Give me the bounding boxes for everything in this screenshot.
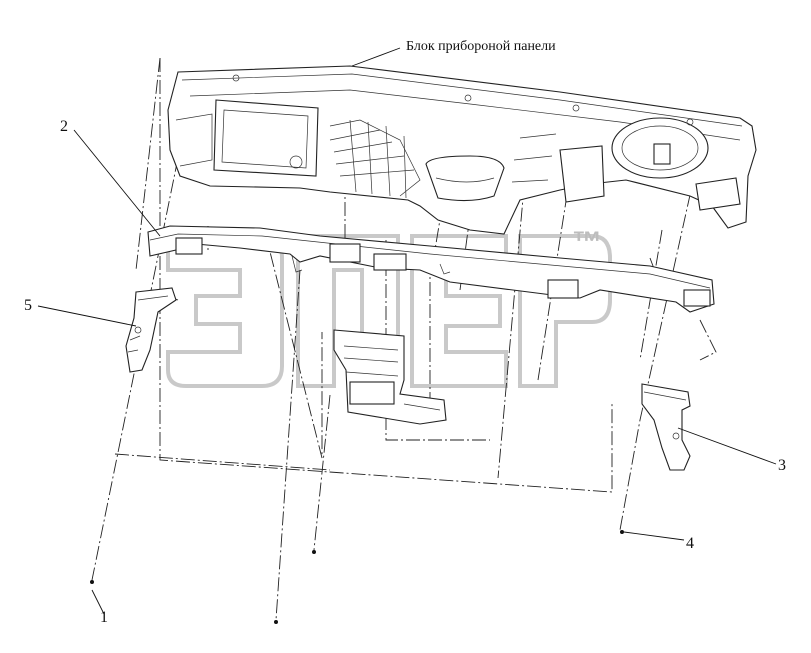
callout-2: 2 (60, 118, 68, 135)
callout-3: 3 (778, 457, 786, 474)
center-lower-duct (333, 329, 447, 425)
callout-5: 5 (24, 297, 32, 314)
leader-lines (37, 47, 777, 624)
side-duct-right (641, 383, 691, 471)
callout-1: 1 (100, 609, 108, 626)
callout-4: 4 (686, 535, 694, 552)
air-duct-main (147, 225, 715, 313)
watermark-trademark: ™ (572, 226, 602, 259)
assembly-caption: Блок приборoной панели (406, 39, 556, 54)
instrument-panel-carrier (167, 65, 757, 235)
side-duct-left (125, 287, 177, 373)
